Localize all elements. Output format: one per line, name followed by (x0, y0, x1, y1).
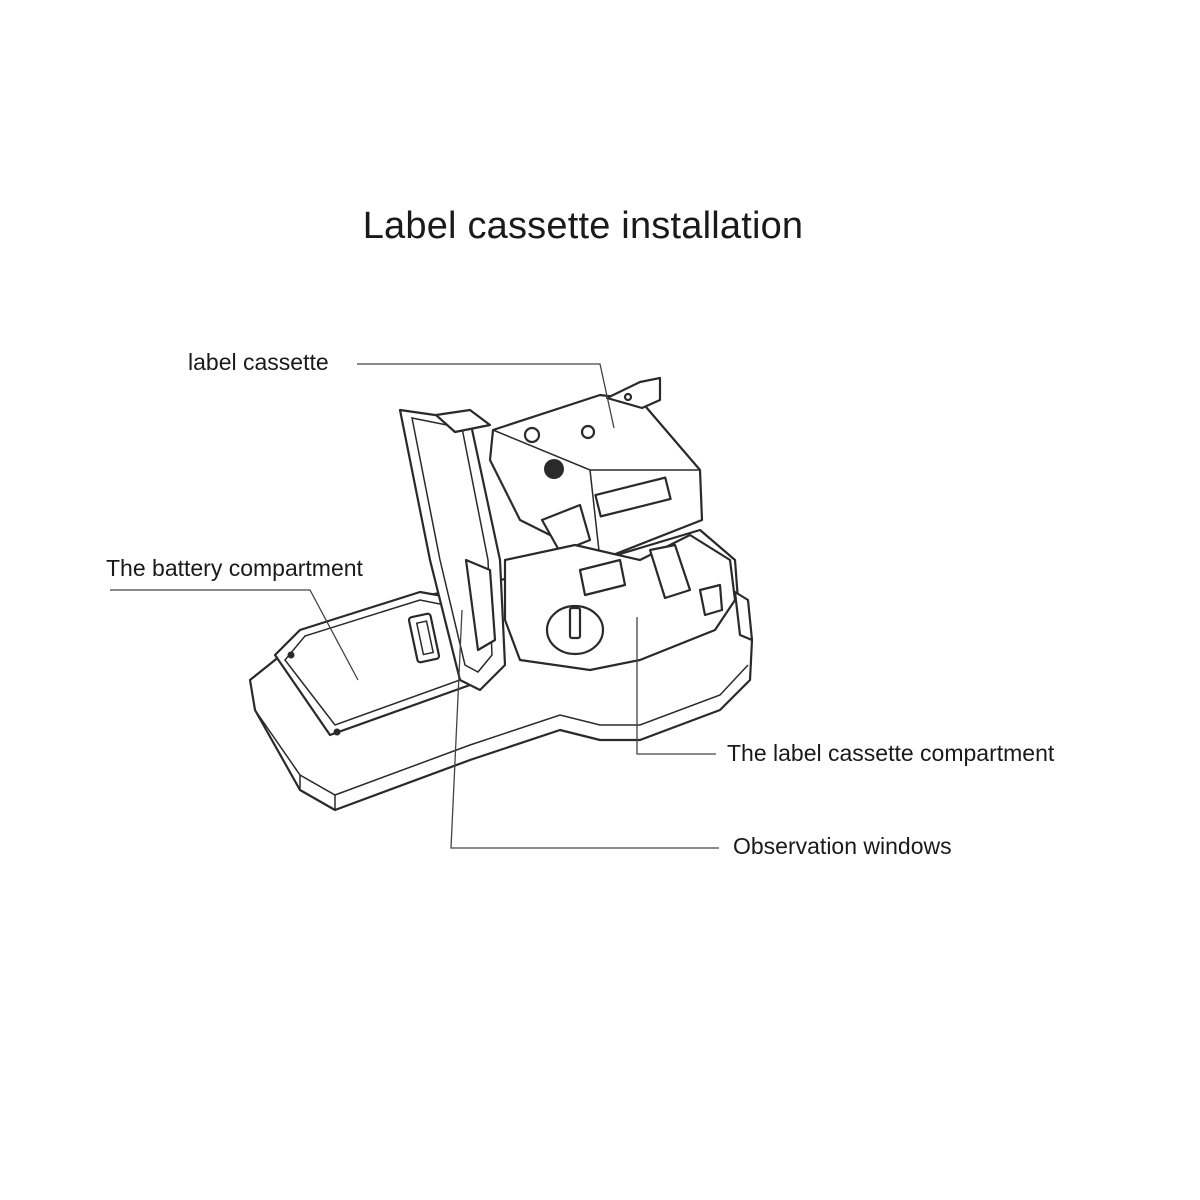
observation-windows-callout: Observation windows (733, 833, 952, 859)
cassette-compartment-callout: The label cassette compartment (727, 740, 1055, 766)
leader-battery-compartment (110, 589, 359, 681)
leader-label-cassette (357, 363, 615, 429)
battery-compartment-drawing (273, 590, 472, 737)
battery-compartment-callout: The battery compartment (106, 555, 363, 581)
cassette-compartment-drawing (503, 533, 754, 672)
label-cassette-drawing (488, 376, 704, 562)
leader-cassette-compartment (636, 617, 716, 755)
leader-observation-windows (450, 609, 719, 849)
diagram-title: Label cassette installation (362, 205, 804, 247)
leader-lines (110, 363, 719, 849)
lid-panel-drawing (398, 408, 507, 692)
label-cassette-callout: label cassette (188, 349, 329, 375)
